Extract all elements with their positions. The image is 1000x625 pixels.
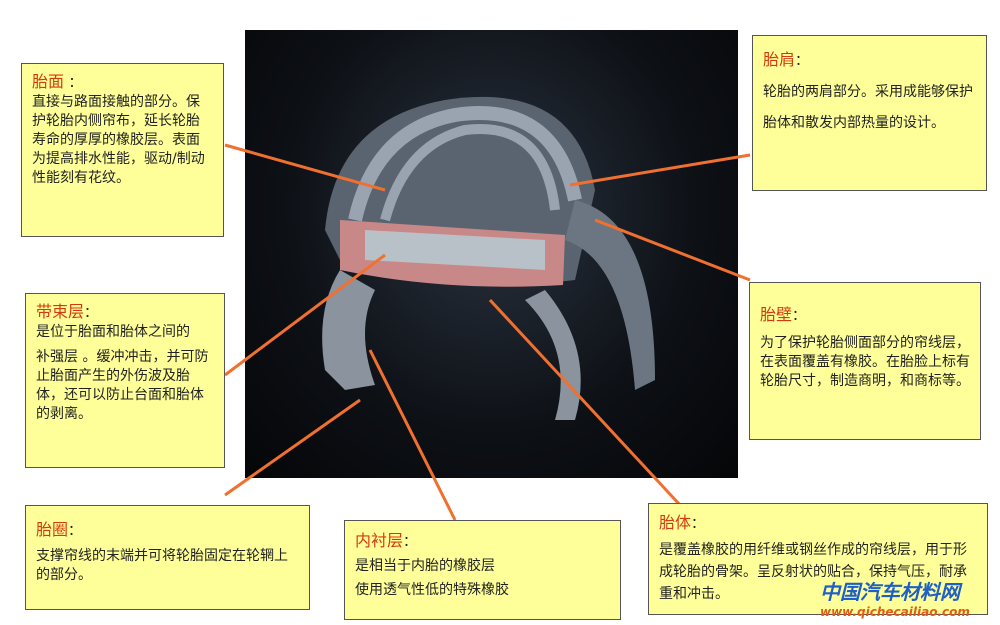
label-belt: 带束层： 是位于胎面和胎体之间的 补强层 。缓冲冲击，并可防止胎面产生的外伤波及… <box>25 293 225 468</box>
label-inner-liner: 内衬层： 是相当于内胎的橡胶层 使用透气性低的特殊橡胶 <box>344 520 621 620</box>
label-tread: 胎面 ： 直接与路面接触的部分。保护轮胎内侧帘布，延长轮胎寿命的厚厚的橡胶层。表… <box>21 63 224 237</box>
tire-cutaway-image <box>245 30 738 478</box>
label-bead: 胎圈： 支撑帘线的末端并可将轮胎固定在轮辋上的部分。 <box>25 505 310 610</box>
label-text: 直接与路面接触的部分。保护轮胎内侧帘布，延长轮胎寿命的厚厚的橡胶层。表面为提高排… <box>32 94 205 186</box>
label-shoulder: 胎肩： 轮胎的两肩部分。采用成能够保护胎体和散发内部热量的设计。 <box>752 35 987 191</box>
label-sidewall: 胎壁： 为了保护轮胎侧面部分的帘线层，在表面覆盖有橡胶。在胎脸上标有轮胎尺寸，制… <box>749 282 981 440</box>
label-title: 胎面 <box>32 72 65 91</box>
label-carcass: 胎体： 是覆盖橡胶的用纤维或钢丝作成的帘线层，用于形成轮胎的骨架。呈反射状的贴合… <box>648 503 988 615</box>
watermark: 中国汽车材料网 www.qichecailiao.com <box>820 580 970 619</box>
